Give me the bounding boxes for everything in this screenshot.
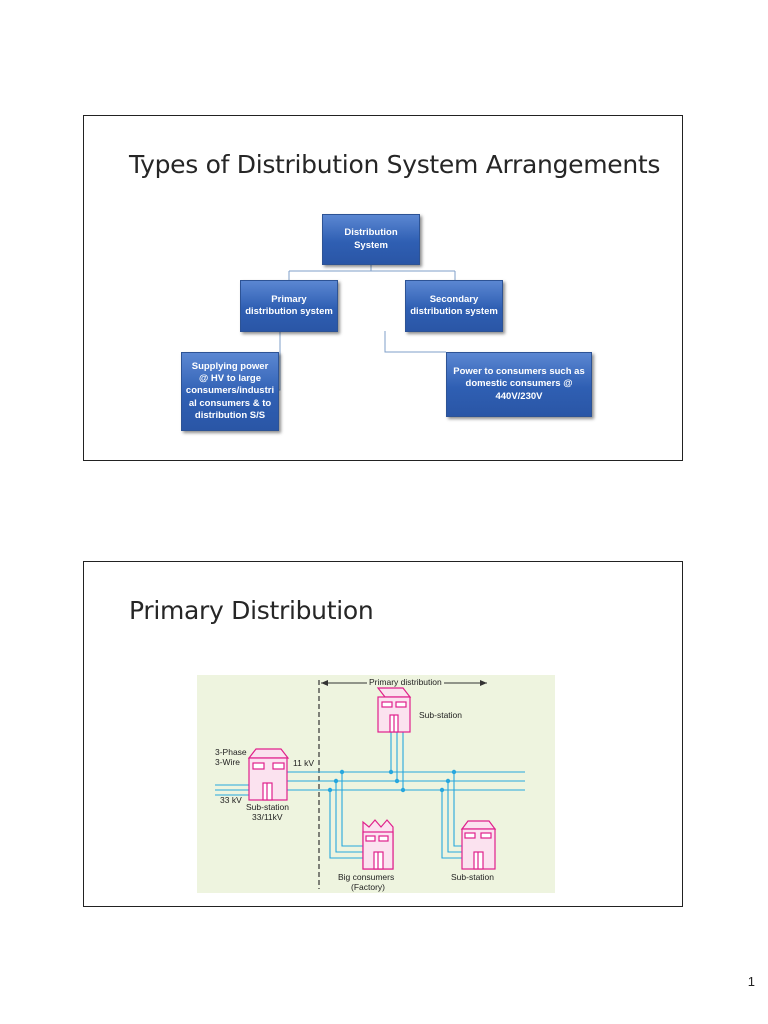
right-substation-label: Sub-station	[451, 872, 494, 882]
factory-label: (Factory)	[351, 882, 385, 892]
slide-2: Primary Distribution	[83, 561, 683, 907]
page-number: 1	[747, 974, 755, 989]
hierarchy-connectors	[277, 264, 456, 391]
thirty-three-kv-label: 33 kV	[220, 795, 242, 805]
eleven-kv-label: 11 kV	[293, 758, 315, 768]
top-substation-building-icon	[376, 687, 412, 733]
primary-distribution-figure: Primary distribution Sub-station 3-Phase…	[197, 675, 555, 893]
distribution-network-diagram	[215, 680, 525, 889]
node-label: Supplying power @ HV to large consumers/…	[185, 360, 275, 422]
secondary-distribution-node: Secondary distribution system	[405, 280, 503, 332]
slide-title: Types of Distribution System Arrangement…	[129, 150, 661, 179]
left-substation-label: Sub-station	[246, 802, 289, 812]
left-substation-building-icon	[247, 748, 290, 801]
primary-description-node: Supplying power @ HV to large consumers/…	[181, 352, 279, 431]
secondary-description-node: Power to consumers such as domestic cons…	[446, 352, 592, 417]
node-label: Power to consumers such as domestic cons…	[453, 365, 585, 402]
distribution-system-node: Distribution System	[322, 214, 420, 265]
three-phase-label: 3-Phase	[215, 747, 247, 757]
node-label: Distribution System	[344, 227, 398, 251]
factory-building-icon	[362, 819, 394, 870]
three-wire-label: 3-Wire	[215, 757, 241, 767]
right-substation-building-icon	[460, 820, 497, 870]
slide-title: Primary Distribution	[129, 596, 374, 625]
node-label: Primary distribution system	[245, 293, 333, 317]
node-label: Secondary distribution system	[410, 293, 498, 317]
primary-distribution-label: Primary distribution	[367, 677, 444, 687]
slide-1: Types of Distribution System Arrangement…	[83, 115, 683, 461]
top-substation-label: Sub-station	[419, 710, 462, 720]
substation-rating-label: 33/11kV	[252, 812, 283, 822]
primary-distribution-node: Primary distribution system	[240, 280, 338, 332]
big-consumers-label: Big consumers	[338, 872, 395, 882]
